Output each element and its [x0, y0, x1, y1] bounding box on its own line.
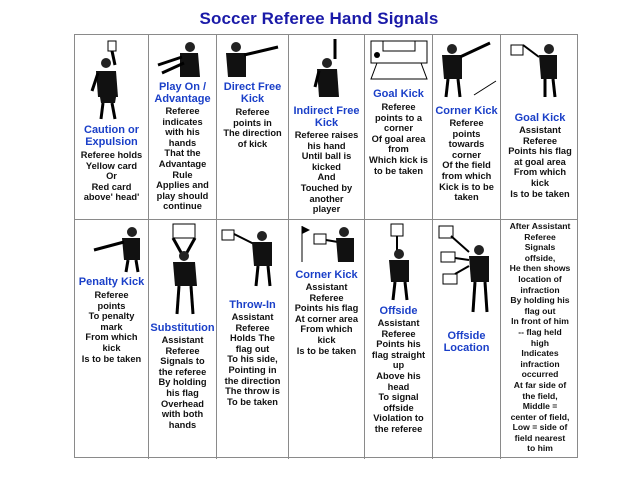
signal-description: Referee holds Yellow card Or Red card ab… — [80, 150, 143, 203]
assistant-throw-in-figure — [217, 224, 288, 290]
assistant-corner-figure — [289, 224, 364, 266]
signal-cell-goal-kick: Goal Kick Referee points to a corner Of … — [365, 35, 433, 219]
referee-corner-figure — [433, 39, 500, 101]
signal-description: After Assistant Referee Signals offside,… — [509, 221, 571, 454]
signal-cell-ar-goal-kick: Goal Kick Assistant Referee Points his f… — [501, 35, 579, 219]
signal-cell-corner-kick: Corner Kick Referee points towards corne… — [433, 35, 501, 219]
signal-heading: Caution or Expulsion — [84, 124, 139, 148]
signal-description: Referee points To penalty mark From whic… — [81, 290, 142, 364]
row-divider — [75, 219, 577, 220]
referee-direct-figure — [217, 39, 288, 79]
assistant-flag-figure — [501, 39, 579, 101]
signal-description: Assistant Referee Signals to the referee… — [158, 335, 207, 430]
signal-heading: Offside Location — [443, 330, 490, 354]
referee-advantage-figure — [149, 39, 216, 79]
signal-cell-caution: Caution or Expulsion Referee holds Yello… — [75, 35, 149, 219]
referee-indirect-figure — [289, 37, 364, 101]
referee-card-figure — [75, 39, 148, 121]
signal-heading: Play On / Advantage — [154, 81, 211, 105]
signal-cell-throw-in: Throw-In Assistant Referee Holds The fla… — [217, 220, 289, 459]
signal-cell-offside: Offside Assistant Referee Points his fla… — [365, 220, 433, 459]
signal-description: Referee points to a corner Of goal area … — [369, 102, 428, 176]
signal-heading: Goal Kick — [373, 88, 424, 100]
signal-heading: Corner Kick — [295, 269, 358, 281]
signal-heading: Direct Free Kick — [223, 81, 282, 105]
assistant-substitution-figure — [149, 222, 216, 318]
signal-cell-indirect-free-kick: Indirect Free Kick Referee raises his ha… — [289, 35, 365, 219]
signal-cell-advantage: Play On / Advantage Referee indicates wi… — [149, 35, 217, 219]
signal-heading: Indirect Free Kick — [293, 105, 360, 129]
signal-cell-offside-explanation: After Assistant Referee Signals offside,… — [501, 220, 579, 459]
signal-heading: Goal Kick — [514, 112, 566, 124]
referee-penalty-figure — [75, 224, 148, 274]
signal-heading: Corner Kick — [435, 105, 498, 117]
assistant-offside-location-figure — [433, 222, 500, 318]
signal-description: Referee points in The direction of kick — [223, 107, 282, 149]
signal-description: Referee points towards corner Of the fie… — [439, 118, 494, 203]
signal-description: Referee indicates with his hands That th… — [156, 106, 209, 212]
signal-description: Assistant Referee Points his flag straig… — [371, 318, 426, 434]
signal-cell-direct-free-kick: Direct Free Kick Referee points in The d… — [217, 35, 289, 219]
signals-table: Caution or Expulsion Referee holds Yello… — [74, 34, 579, 459]
signal-heading: Offside — [379, 305, 418, 317]
assistant-offside-figure — [365, 222, 432, 302]
signal-cell-penalty-kick: Penalty Kick Referee points To penalty m… — [75, 220, 149, 459]
signal-cell-offside-location: Offside Location — [433, 220, 501, 459]
signal-heading: Throw-In — [229, 299, 276, 311]
signal-cell-ar-corner-kick: Corner Kick Assistant Referee Points his… — [289, 220, 365, 459]
signal-description: Referee raises his hand Until ball is ki… — [294, 130, 359, 215]
signal-description: Assistant Referee Points his flag At cor… — [294, 282, 359, 356]
signal-heading: Penalty Kick — [78, 276, 145, 288]
signal-heading: Substitution — [150, 322, 215, 334]
signal-cell-substitution: Substitution Assistant Referee Signals t… — [149, 220, 217, 459]
page-title: Soccer Referee Hand Signals — [199, 9, 439, 28]
signal-description: Assistant Referee Points his flag at goa… — [508, 125, 572, 199]
signal-description: Assistant Referee Holds The flag out To … — [224, 312, 281, 407]
goal-area-diagram — [365, 39, 432, 83]
